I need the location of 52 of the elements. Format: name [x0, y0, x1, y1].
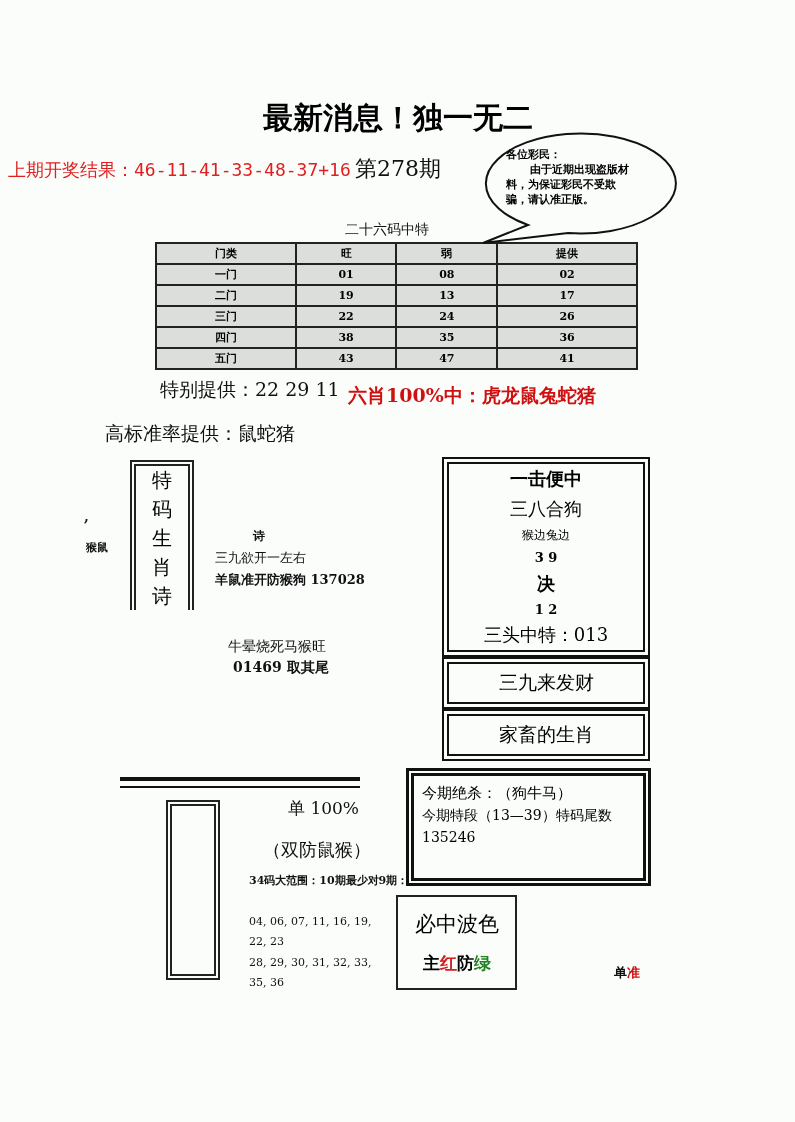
number-text: 1 2: [534, 601, 558, 617]
highlight-text: 六肖100%中：虎龙鼠兔蛇猪: [348, 383, 596, 408]
poem-line: 三九欲开一左右: [215, 549, 306, 567]
box-text: 家畜的生肖: [498, 722, 594, 747]
header-cell: 弱: [396, 243, 498, 264]
heading-text: 一击便中: [510, 467, 582, 492]
empty-box: [166, 800, 220, 980]
box-text: 三九来发财: [498, 670, 594, 695]
bubble-text: 由于近期出现盗版材料，为保证彩民不受欺骗，请认准正版。: [506, 162, 631, 207]
percent-text: 单 100%: [288, 797, 359, 820]
poem-title: 诗: [253, 528, 265, 545]
table-cell: 三门: [156, 306, 296, 327]
slogan-box: [442, 657, 650, 709]
subheading: 二十六码中特: [345, 221, 429, 239]
table-cell: 一门: [156, 264, 296, 285]
poem-line: 01469 取其尾: [233, 659, 329, 677]
box-text: 特码生肖诗: [151, 466, 173, 610]
zodiac-text: 三八合狗: [510, 497, 582, 522]
info-box: [406, 768, 651, 886]
info-box: [396, 895, 517, 990]
decision-text: 决: [537, 571, 555, 596]
special-numbers: 特别提供：22 29 11: [160, 377, 340, 402]
number-text: 3 9: [534, 550, 558, 566]
slogan-box: [442, 709, 650, 761]
header-cell: 门类: [156, 243, 296, 264]
header-cell: 旺: [295, 243, 397, 264]
table-cell: 五门: [156, 348, 296, 369]
header-cell: 提供: [497, 243, 637, 264]
table-cell: 二门: [156, 285, 296, 306]
number-list: 28, 29, 30, 31, 32, 33, 35, 36: [249, 953, 389, 993]
kill-text: 今期绝杀：（狗牛马）: [422, 783, 572, 804]
note-text: 高标准率提供：鼠蛇猪: [105, 421, 295, 446]
result-text: 三头中特：013: [483, 622, 609, 647]
title-box: [130, 460, 194, 610]
info-box: [442, 457, 650, 657]
number-list: 04, 06, 07, 11, 16, 19, 22, 23: [249, 912, 389, 952]
comma-mark: ,: [84, 508, 89, 524]
bubble-heading: 各位彩民：: [506, 147, 561, 162]
heading-text: 必中波色: [414, 911, 499, 938]
accuracy-text: 单准: [614, 964, 640, 982]
color-text: 主红防绿: [422, 952, 491, 975]
poem-line: 羊鼠准开防猴狗 137028: [215, 571, 365, 589]
poem-line: 牛晕烧死马猴旺: [228, 638, 326, 656]
table-cell: 四门: [156, 327, 296, 348]
zodiac-text: 猴鼠: [86, 540, 108, 555]
result-text: 上期开奖结果：46-11-41-33-48-37+16: [8, 158, 351, 182]
issue-number: 第278期: [355, 155, 441, 183]
range-text: 34码大范围：10期最少对9期：: [249, 873, 409, 888]
zodiac-text: 猴边兔边: [522, 527, 570, 545]
note-text: （双防鼠猴）: [263, 838, 371, 862]
title-heading: 最新消息！独一无二: [261, 99, 534, 137]
range-text: 今期特段（13—39）特码尾数 135246: [422, 806, 613, 847]
